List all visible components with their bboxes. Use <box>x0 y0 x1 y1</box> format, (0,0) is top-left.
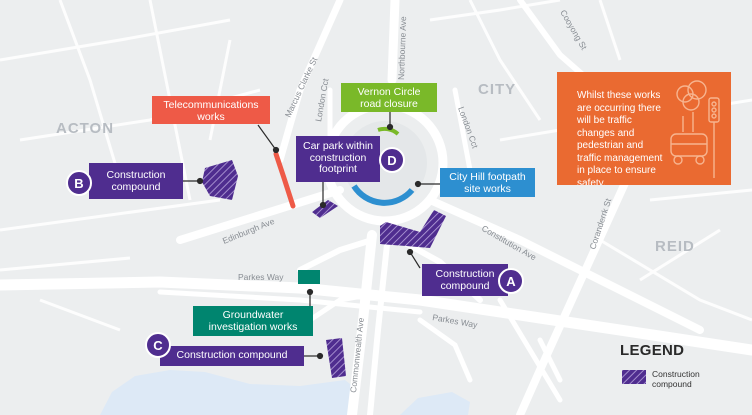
badge-d: D <box>379 147 405 173</box>
legend: LEGEND Construction compound <box>614 340 734 396</box>
legend-compound-label: Construction compound <box>652 369 700 389</box>
compound-c-callout: Construction compound <box>160 346 304 366</box>
place-acton: ACTON <box>56 120 114 137</box>
road-parkes-way-left: Parkes Way <box>238 272 284 282</box>
place-city: CITY <box>478 81 516 98</box>
traffic-management-icon <box>670 80 720 178</box>
badge-a: A <box>498 268 524 294</box>
legend-compound-swatch <box>622 370 646 384</box>
lake <box>100 370 360 415</box>
compound-b-callout: Construction compound <box>89 163 183 199</box>
compound-b-area <box>202 160 238 200</box>
carpark-area <box>312 200 338 218</box>
compound-a-callout: Construction compound <box>422 264 508 296</box>
info-text: Whilst these works are occurring there w… <box>577 90 663 185</box>
groundwater-site-marker <box>298 270 320 284</box>
info-box: Whilst these works are occurring there w… <box>557 72 731 185</box>
carpark-callout: Car park within construction footprint <box>296 136 380 182</box>
telecom-works-line <box>273 151 296 209</box>
badge-b: B <box>66 170 92 196</box>
city-hill-footpath-arc <box>351 184 415 206</box>
groundwater-callout: Groundwater investigation works <box>193 306 313 336</box>
badge-c: C <box>145 332 171 358</box>
vernon-circle-callout: Vernon Circle road closure <box>341 83 437 112</box>
city-hill-callout: City Hill footpath site works <box>440 168 535 197</box>
compound-a-area <box>380 210 446 248</box>
telecom-callout: Telecommunications works <box>152 96 270 124</box>
compound-c-area <box>326 338 346 378</box>
legend-title: LEGEND <box>620 342 685 359</box>
road-northbourne: Northbourne Ave <box>396 16 408 80</box>
place-reid: REID <box>655 238 695 255</box>
